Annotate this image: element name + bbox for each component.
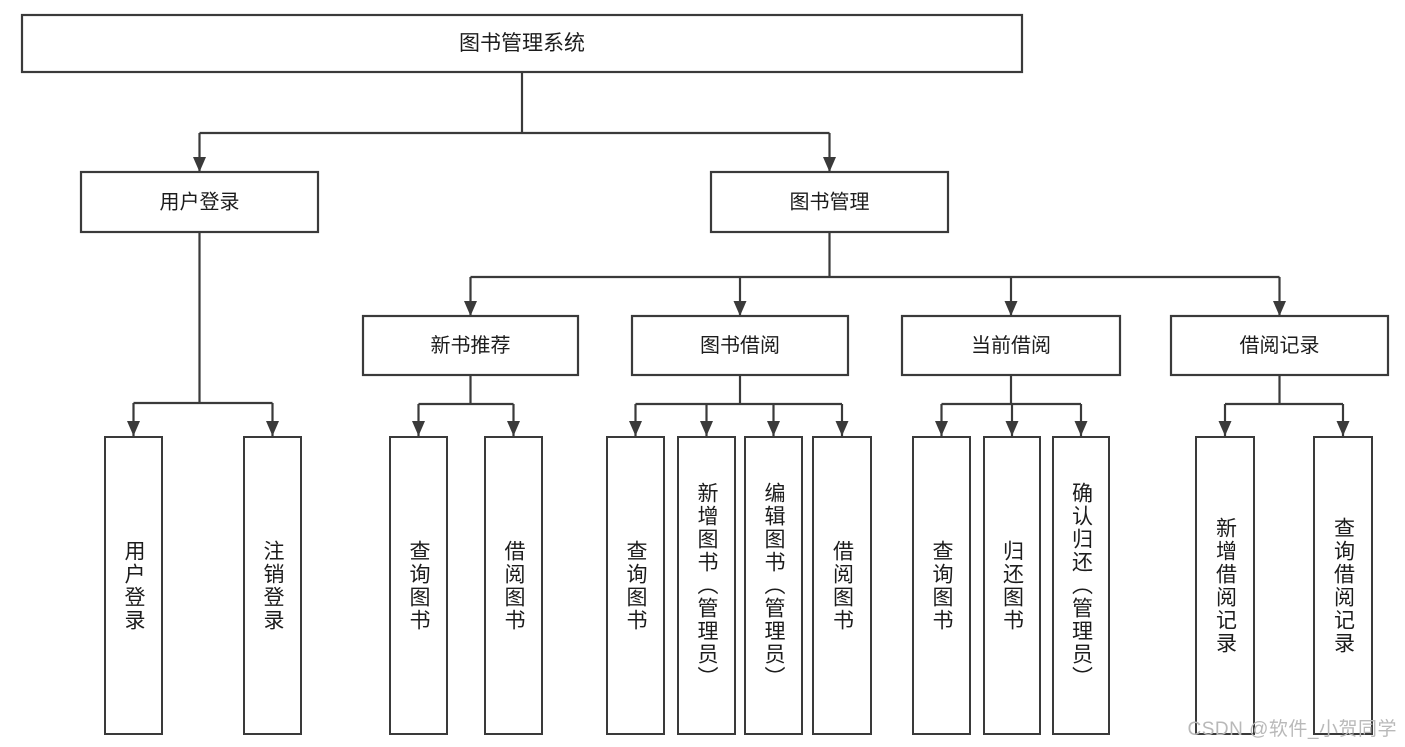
node-box (1169, 314, 1390, 377)
arrow-head-icon (193, 157, 206, 172)
arrow-head-icon (1218, 421, 1232, 436)
node-label: 当前借阅 (971, 334, 1051, 357)
leaf-node-label: 用户登录 (122, 539, 145, 632)
leaf-node-label: 查询图书 (624, 539, 647, 632)
node-box (709, 170, 950, 234)
arrow-head-icon (629, 421, 642, 436)
leaf-node-label: 新增图书（管理员） (695, 482, 718, 689)
arrow-head-icon (1005, 421, 1019, 436)
arrow-head-icon (412, 421, 425, 436)
leaf-node-label: 借阅图书 (830, 539, 854, 632)
node-label: 图书管理系统 (459, 32, 585, 55)
arrow-head-icon (266, 421, 279, 436)
leaf-node-12[interactable]: 查询借阅记录 (1313, 436, 1373, 735)
arrow-head-icon (700, 421, 713, 436)
node-box (630, 314, 850, 377)
node-label: 图书借阅 (700, 334, 780, 357)
leaf-node-label: 新增借阅记录 (1213, 516, 1237, 655)
arrow-head-icon (935, 421, 948, 436)
node-label: 图书管理 (790, 190, 870, 213)
leaf-node-8[interactable]: 查询图书 (912, 436, 971, 735)
node-box (361, 314, 580, 377)
arrow-head-icon (835, 421, 849, 436)
node-box (79, 170, 320, 234)
leaf-node-1[interactable]: 注销登录 (243, 436, 302, 735)
leaf-node-6[interactable]: 编辑图书（管理员） (744, 436, 803, 735)
watermark: CSDN @软件_小贺同学 (1187, 719, 1397, 740)
node-level3-0[interactable]: 新书推荐 (361, 314, 580, 377)
arrow-head-icon (733, 301, 747, 316)
node-label: 借阅记录 (1240, 334, 1320, 357)
arrow-head-icon (1336, 421, 1350, 436)
leaf-node-11[interactable]: 新增借阅记录 (1195, 436, 1255, 735)
node-box (900, 314, 1122, 377)
arrow-head-icon (823, 157, 836, 172)
leaf-node-7[interactable]: 借阅图书 (812, 436, 872, 735)
arrow-head-icon (767, 421, 780, 436)
leaf-node-10[interactable]: 确认归还（管理员） (1052, 436, 1110, 735)
arrow-head-icon (464, 301, 477, 316)
arrow-head-icon (1074, 421, 1088, 436)
node-level2-1[interactable]: 图书管理 (709, 170, 950, 234)
node-level3-3[interactable]: 借阅记录 (1169, 314, 1390, 377)
node-level2-0[interactable]: 用户登录 (79, 170, 320, 234)
node-root[interactable]: 图书管理系统 (20, 13, 1024, 74)
node-label: 用户登录 (160, 190, 240, 213)
leaf-node-label: 归还图书 (1000, 539, 1024, 632)
connectors-layer (127, 72, 1350, 436)
leaf-node-label: 注销登录 (261, 539, 284, 632)
leaf-node-0[interactable]: 用户登录 (104, 436, 163, 735)
leaf-node-label: 编辑图书（管理员） (762, 482, 785, 689)
node-level3-2[interactable]: 当前借阅 (900, 314, 1122, 377)
leaf-node-label: 查询借阅记录 (1331, 516, 1355, 655)
node-box (20, 13, 1024, 74)
arrow-head-icon (1004, 301, 1018, 316)
leaf-node-3[interactable]: 借阅图书 (484, 436, 543, 735)
node-level3-1[interactable]: 图书借阅 (630, 314, 850, 377)
leaf-node-label: 查询图书 (930, 539, 953, 632)
leaf-node-label: 查询图书 (407, 539, 430, 632)
leaf-node-4[interactable]: 查询图书 (606, 436, 665, 735)
leaf-node-5[interactable]: 新增图书（管理员） (677, 436, 736, 735)
node-label: 新书推荐 (431, 334, 511, 357)
arrow-head-icon (1273, 301, 1286, 316)
leaf-node-9[interactable]: 归还图书 (983, 436, 1041, 735)
leaf-node-2[interactable]: 查询图书 (389, 436, 448, 735)
leaf-node-label: 借阅图书 (502, 539, 525, 632)
arrow-head-icon (507, 421, 520, 436)
leaf-node-label: 确认归还（管理员） (1069, 482, 1093, 689)
arrow-head-icon (127, 421, 140, 436)
